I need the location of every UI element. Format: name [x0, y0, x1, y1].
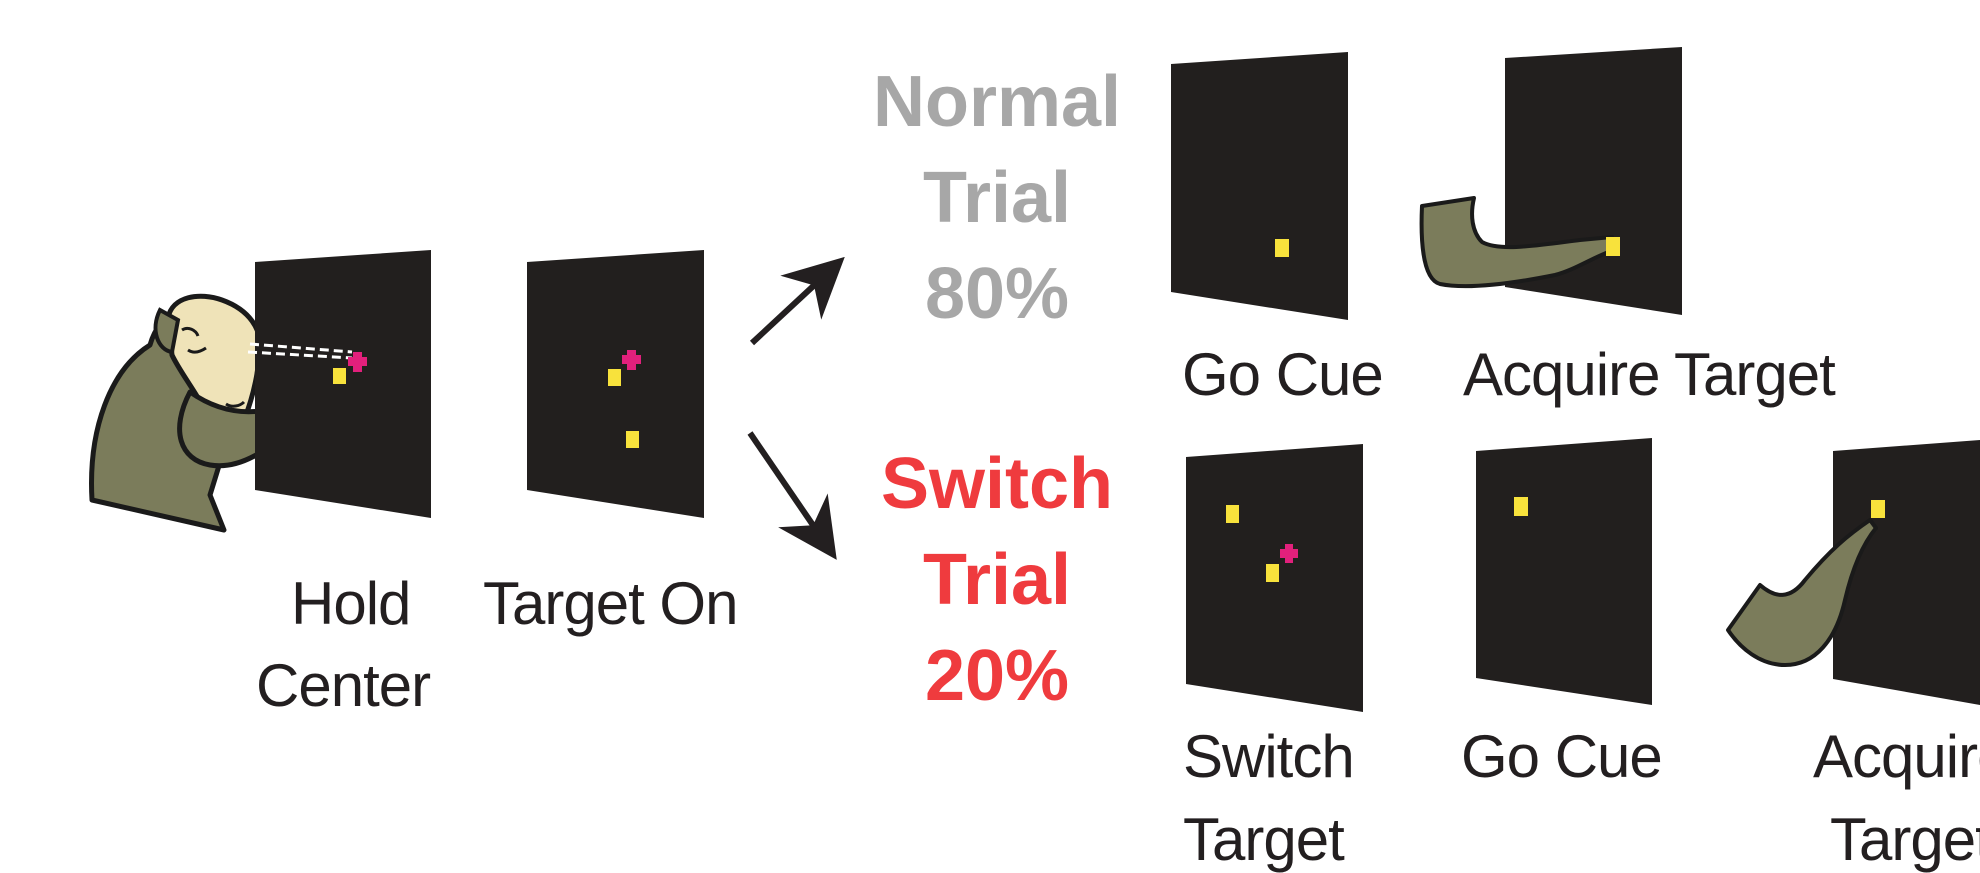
original-target — [1226, 505, 1239, 523]
switch-trial-line: Trial — [922, 540, 1072, 620]
fixation-point — [348, 352, 367, 372]
normal-trial-line: Normal — [872, 62, 1122, 142]
reaching-arm — [1726, 518, 1878, 667]
stage-label-normal-acquire-target: Acquire Target — [1463, 341, 1836, 408]
stage-label-switch: Switch — [1183, 723, 1355, 790]
switch-trial-line: Switch — [880, 444, 1114, 524]
peripheral-target — [1275, 239, 1289, 257]
stage-label-target: Target — [1183, 806, 1345, 873]
stage-label-target-on: Target On — [483, 570, 738, 637]
switched-target — [1266, 564, 1279, 582]
screen-switch-acquire-target — [1833, 440, 1980, 705]
arrow-to-switch-trial — [747, 431, 837, 560]
screen-switch-go-cue — [1476, 438, 1652, 705]
screen-normal-go-cue — [1171, 52, 1348, 320]
fixation-point — [1280, 544, 1298, 563]
reaching-arm — [1419, 196, 1616, 289]
stage-label-center: Center — [256, 652, 431, 719]
normal-trial-label: Normal Trial 80% — [847, 54, 1147, 342]
center-target — [608, 369, 621, 386]
normal-trial-percent: 80% — [924, 254, 1070, 334]
center-target — [333, 368, 346, 384]
peripheral-target — [626, 431, 639, 448]
switch-trial-label: Switch Trial 20% — [847, 436, 1147, 724]
gaze-line — [249, 342, 353, 354]
stage-label-switch-go-cue: Go Cue — [1461, 723, 1663, 790]
arrow-to-normal-trial — [749, 256, 845, 346]
switch-trial-percent: 20% — [924, 636, 1070, 716]
peripheral-target — [1606, 237, 1620, 256]
switched-target — [1871, 500, 1885, 518]
stage-label-hold: Hold — [291, 570, 411, 637]
stage-label-acquire: Acquire — [1813, 723, 1980, 790]
fixation-point — [622, 350, 641, 370]
normal-trial-line: Trial — [922, 158, 1072, 238]
switched-target — [1514, 497, 1528, 516]
gaze-line — [247, 350, 353, 360]
stage-label-normal-go-cue: Go Cue — [1182, 341, 1384, 408]
stage-label-acquire-target: Target — [1830, 806, 1980, 873]
